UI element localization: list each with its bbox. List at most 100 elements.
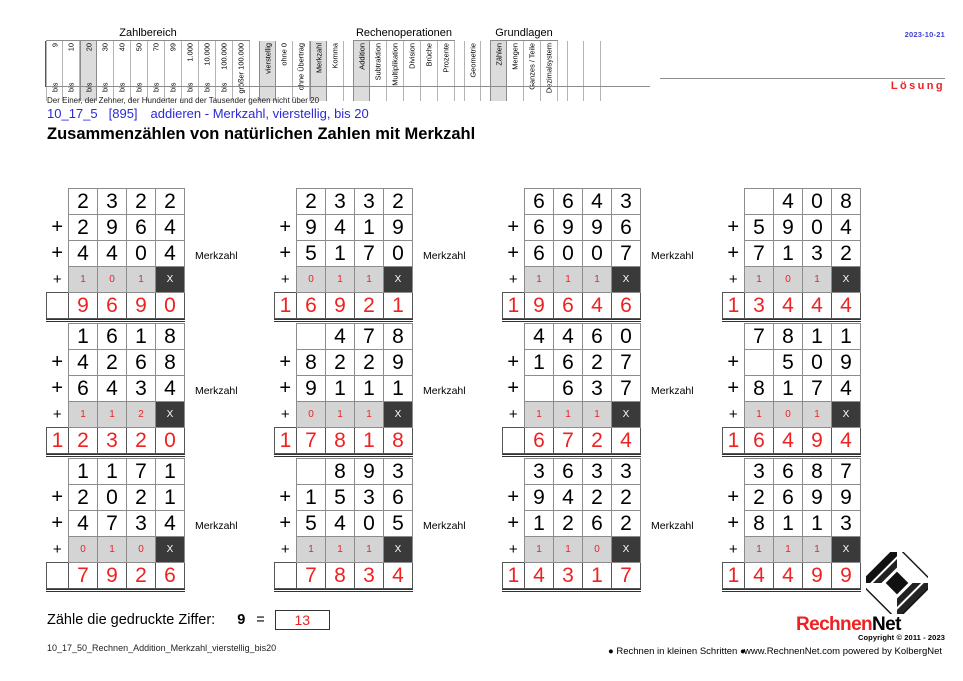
category-cell[interactable]: 50bis [131, 41, 148, 101]
result-digit-cell[interactable]: 6 [553, 292, 583, 319]
result-digit-cell[interactable]: 2 [126, 427, 156, 454]
category-cell[interactable]: Multiplikation [387, 41, 404, 101]
carry-x-cell[interactable]: X [155, 401, 185, 428]
addend-digit-cell[interactable]: 3 [524, 458, 554, 485]
result-digit-cell[interactable]: 2 [354, 292, 384, 319]
addend-digit-cell[interactable] [524, 375, 554, 402]
result-digit-cell[interactable]: 4 [773, 562, 803, 589]
addend-digit-cell[interactable]: 2 [68, 188, 98, 215]
addend-digit-cell[interactable]: 3 [383, 458, 413, 485]
addend-digit-cell[interactable]: 4 [97, 375, 127, 402]
carry-x-cell[interactable]: X [831, 266, 861, 293]
result-digit-cell[interactable]: 3 [354, 562, 384, 589]
result-digit-cell[interactable]: 4 [524, 562, 554, 589]
addend-digit-cell[interactable]: 1 [831, 323, 861, 350]
category-cell[interactable]: Merkzahl [310, 41, 327, 101]
addend-digit-cell[interactable]: 3 [802, 240, 832, 267]
carry-digit-cell[interactable]: 1 [325, 536, 355, 563]
addend-digit-cell[interactable]: 0 [383, 240, 413, 267]
result-digit-cell[interactable]: 2 [582, 427, 612, 454]
carry-digit-cell[interactable]: 1 [325, 401, 355, 428]
carry-digit-cell[interactable]: 1 [524, 401, 554, 428]
addend-digit-cell[interactable]: 1 [354, 375, 384, 402]
addend-digit-cell[interactable]: 4 [325, 323, 355, 350]
category-cell[interactable]: 40bis [114, 41, 131, 101]
addend-digit-cell[interactable]: 4 [831, 214, 861, 241]
addend-digit-cell[interactable]: 6 [126, 214, 156, 241]
result-digit-cell[interactable] [274, 562, 297, 589]
result-digit-cell[interactable]: 0 [155, 427, 185, 454]
addend-digit-cell[interactable]: 3 [126, 510, 156, 537]
addend-digit-cell[interactable]: 3 [97, 188, 127, 215]
result-digit-cell[interactable]: 4 [744, 562, 774, 589]
addend-digit-cell[interactable]: 9 [831, 484, 861, 511]
addend-digit-cell[interactable]: 7 [354, 240, 384, 267]
result-digit-cell[interactable]: 3 [553, 562, 583, 589]
result-digit-cell[interactable]: 0 [155, 292, 185, 319]
addend-digit-cell[interactable]: 2 [582, 349, 612, 376]
addend-digit-cell[interactable]: 1 [383, 375, 413, 402]
addend-digit-cell[interactable]: 0 [354, 510, 384, 537]
addend-digit-cell[interactable]: 9 [553, 214, 583, 241]
addend-digit-cell[interactable]: 2 [126, 188, 156, 215]
category-cell[interactable] [584, 41, 601, 101]
result-digit-cell[interactable]: 3 [97, 427, 127, 454]
addend-digit-cell[interactable]: 3 [582, 375, 612, 402]
result-digit-cell[interactable]: 7 [611, 562, 641, 589]
carry-x-cell[interactable]: X [611, 536, 641, 563]
category-cell[interactable]: 70bis [148, 41, 165, 101]
result-digit-cell[interactable]: 9 [831, 562, 861, 589]
carry-digit-cell[interactable]: 1 [524, 266, 554, 293]
addend-digit-cell[interactable]: 8 [802, 458, 832, 485]
carry-digit-cell[interactable]: 0 [296, 266, 326, 293]
addend-digit-cell[interactable]: 0 [553, 240, 583, 267]
category-cell[interactable]: 1.000bis [182, 41, 199, 101]
result-digit-cell[interactable]: 6 [155, 562, 185, 589]
addend-digit-cell[interactable]: 7 [611, 375, 641, 402]
category-cell[interactable]: 9bis [46, 41, 63, 101]
addend-digit-cell[interactable]: 6 [553, 349, 583, 376]
addend-digit-cell[interactable]: 4 [325, 214, 355, 241]
addend-digit-cell[interactable]: 4 [553, 323, 583, 350]
addend-digit-cell[interactable]: 1 [354, 214, 384, 241]
result-digit-cell[interactable] [46, 562, 69, 589]
addend-digit-cell[interactable]: 0 [802, 349, 832, 376]
result-digit-cell[interactable]: 4 [773, 427, 803, 454]
carry-digit-cell[interactable]: 1 [582, 401, 612, 428]
carry-x-cell[interactable]: X [155, 266, 185, 293]
result-digit-cell[interactable]: 8 [325, 427, 355, 454]
addend-digit-cell[interactable]: 2 [582, 484, 612, 511]
addend-digit-cell[interactable]: 2 [68, 484, 98, 511]
addend-digit-cell[interactable]: 9 [582, 214, 612, 241]
result-digit-cell[interactable]: 6 [97, 292, 127, 319]
category-cell[interactable]: 20bis [80, 41, 97, 101]
addend-digit-cell[interactable]: 6 [553, 188, 583, 215]
addend-digit-cell[interactable]: 1 [325, 240, 355, 267]
result-digit-cell[interactable]: 1 [46, 427, 69, 454]
addend-digit-cell[interactable]: 1 [524, 349, 554, 376]
category-cell[interactable]: 99bis [165, 41, 182, 101]
addend-digit-cell[interactable]: 6 [582, 323, 612, 350]
addend-digit-cell[interactable]: 2 [126, 484, 156, 511]
addend-digit-cell[interactable]: 4 [155, 214, 185, 241]
addend-digit-cell[interactable]: 4 [582, 188, 612, 215]
addend-digit-cell[interactable] [296, 323, 326, 350]
addend-digit-cell[interactable]: 1 [773, 510, 803, 537]
result-digit-cell[interactable]: 9 [524, 292, 554, 319]
category-cell[interactable]: 100.000bis [216, 41, 233, 101]
addend-digit-cell[interactable]: 9 [831, 349, 861, 376]
result-digit-cell[interactable]: 7 [553, 427, 583, 454]
carry-digit-cell[interactable]: 1 [354, 266, 384, 293]
result-digit-cell[interactable]: 4 [611, 427, 641, 454]
result-digit-cell[interactable]: 3 [744, 292, 774, 319]
addend-digit-cell[interactable]: 2 [383, 188, 413, 215]
carry-digit-cell[interactable]: 0 [126, 536, 156, 563]
carry-x-cell[interactable]: X [383, 401, 413, 428]
category-cell[interactable]: ohne Übertrag [293, 41, 310, 101]
result-digit-cell[interactable]: 1 [274, 292, 297, 319]
addend-digit-cell[interactable]: 6 [773, 484, 803, 511]
result-digit-cell[interactable]: 1 [502, 562, 525, 589]
addend-digit-cell[interactable]: 0 [97, 484, 127, 511]
addend-digit-cell[interactable]: 7 [126, 458, 156, 485]
addend-digit-cell[interactable]: 4 [773, 188, 803, 215]
